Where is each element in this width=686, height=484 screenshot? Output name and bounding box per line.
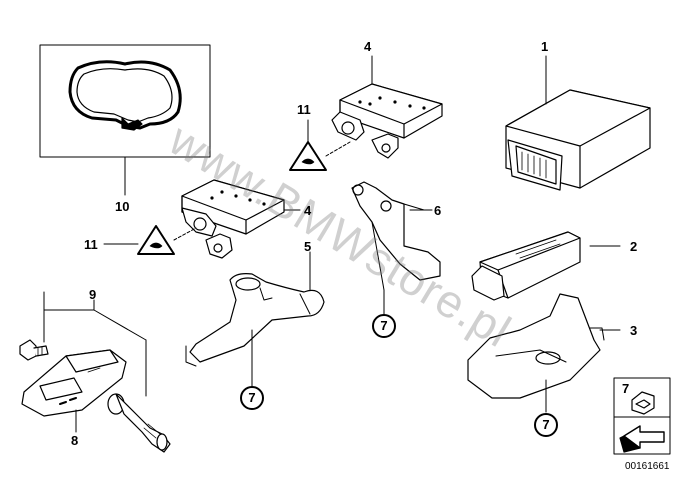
label-part-9: 9	[89, 287, 97, 302]
label-part-11-lower: 11	[84, 237, 98, 252]
label-part-3: 3	[630, 323, 638, 338]
control-module-part-1	[505, 55, 651, 191]
label-part-10: 10	[115, 199, 130, 214]
sensor-lower-part-4	[181, 179, 301, 259]
label-part-11-upper: 11	[297, 102, 311, 117]
sensor-upper-part-4	[331, 55, 443, 159]
circled-label-part-7-arm: 7	[240, 386, 264, 410]
legend-box	[613, 377, 671, 455]
holder-arm-part-5	[185, 251, 325, 387]
bracket-part-6	[351, 181, 441, 311]
antenna-part-2	[471, 231, 621, 301]
label-part-8: 8	[71, 433, 79, 448]
label-part-4-lower: 4	[304, 203, 312, 218]
label-part-6: 6	[434, 203, 442, 218]
label-part-7-legend: 7	[622, 381, 630, 396]
warning-label-lower-part-11	[103, 225, 197, 255]
pressure-sensor-part-8	[21, 349, 127, 433]
valve-stem-part-8	[107, 393, 171, 453]
circled-label-part-7-antenna: 7	[534, 413, 558, 437]
group-lines-part-9	[43, 291, 147, 397]
label-part-5: 5	[304, 239, 312, 254]
circled-label-part-7-bracket: 7	[372, 314, 396, 338]
label-part-4-upper: 4	[364, 39, 372, 54]
bolt-part-8	[19, 339, 49, 361]
warning-label-upper-part-11	[289, 119, 351, 171]
antenna-bracket-part-3	[467, 293, 621, 413]
document-number: 00161661	[625, 461, 670, 472]
tire-frame-part-10	[39, 44, 211, 196]
label-part-1: 1	[541, 39, 549, 54]
label-part-2: 2	[630, 239, 638, 254]
